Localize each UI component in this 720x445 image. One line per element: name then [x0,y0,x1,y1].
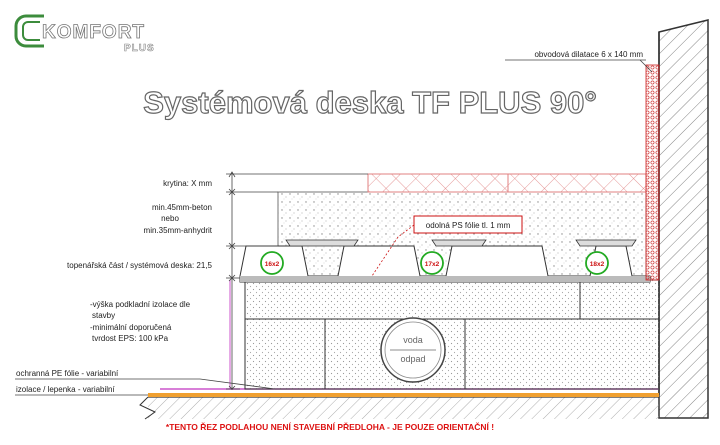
pipe-1-label: 16x2 [265,261,280,268]
ps-foil-label: odolná PS fólie tl. 1 mm [426,221,511,230]
diagram-title: Systémová deska TF PLUS 90° [143,85,596,120]
wall [658,19,709,419]
insulation [244,279,660,390]
perimeter-strip [645,64,660,281]
drain-bottom-label: odpad [400,354,425,364]
brand-sub: PLUS [124,43,155,54]
perimeter-strip-label: obvodová dilatace 6 x 140 mm [534,50,643,59]
heating-pipe-3: 18x2 [585,251,609,275]
brand-logo: KOMFORT PLUS [14,14,155,54]
brand-name: KOMFORT [42,22,145,43]
flooring-tiles [367,173,647,193]
insulation-label-line3: -minimální doporučená [90,323,172,332]
ps-foil-callout: odolná PS fólie tl. 1 mm [371,215,523,277]
pe-foil-label: ochranná PE fólie - variabilní [16,369,119,378]
pipe-3-label: 18x2 [590,261,605,268]
disclaimer: *TENTO ŘEZ PODLAHOU NENÍ STAVEBNÍ PŘEDLO… [166,421,494,432]
drain-top-label: voda [403,335,423,345]
heating-pipe-1: 16x2 [260,251,284,275]
insulation-label-line1: -výška podkladní izolace dle [90,300,191,309]
drain-pipe: voda odpad [380,317,446,383]
base-layer-label: izolace / lepenka - variabilní [16,385,115,394]
screed-label-line2: nebo [161,214,179,223]
base-layer [148,393,659,397]
heating-layer-label: topenářská část / systémová deska: 21,5 [67,261,213,270]
dimension-lines [226,171,368,390]
flooring-label: krytina: X mm [163,179,212,188]
insulation-label-line2: stavby [92,311,115,320]
screed-label-line3: min.35mm-anhydrit [144,226,213,235]
ground [148,397,659,419]
heating-pipe-2: 17x2 [420,251,444,275]
insulation-label-line4: tvrdost EPS: 100 kPa [92,334,169,343]
leader-lines [15,59,653,396]
screed-label-line1: min.45mm-beton [152,203,212,212]
pipe-2-label: 17x2 [425,261,440,268]
